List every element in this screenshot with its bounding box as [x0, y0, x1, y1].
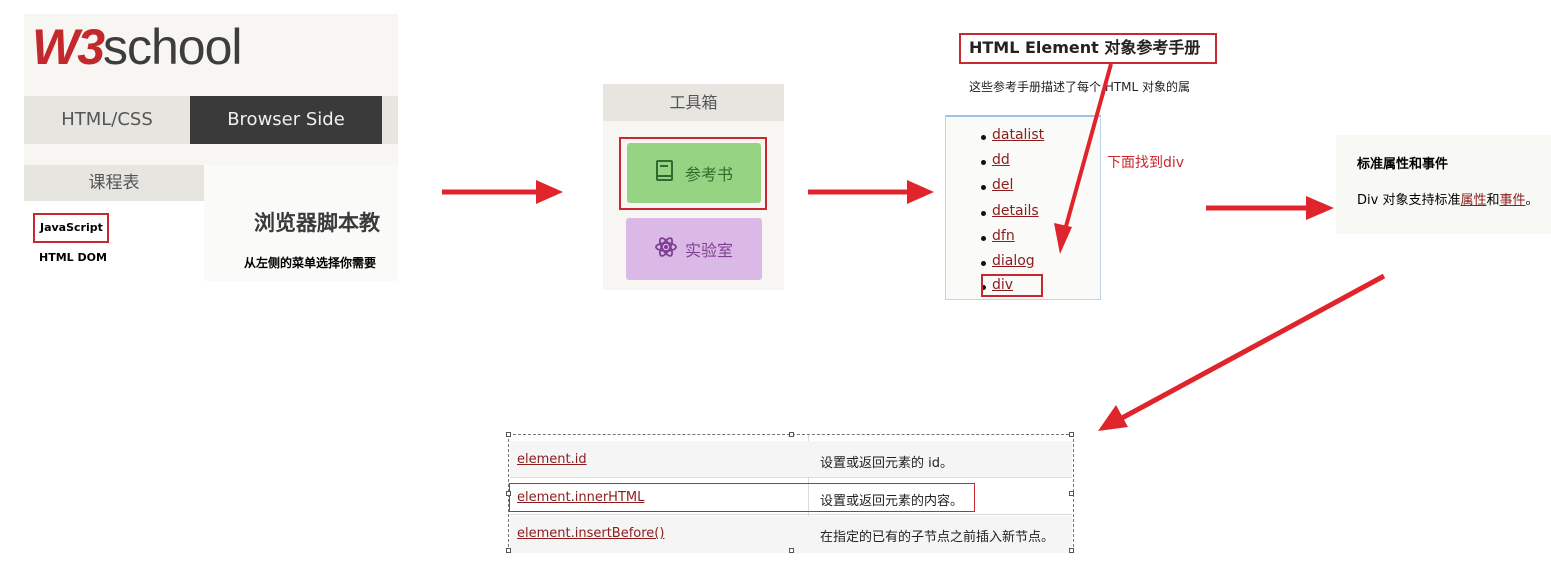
table-row: element.id 设置或返回元素的 id。 [510, 441, 1072, 478]
element-list: datalist dd del details dfn dialog div [945, 115, 1101, 300]
arrow-3 [1206, 196, 1334, 220]
attributes-text: Div 对象支持标准属性和事件。 [1357, 189, 1539, 208]
resize-handle[interactable] [1069, 432, 1074, 437]
w3school-logo[interactable]: W3school [32, 16, 243, 78]
property-name[interactable]: element.insertBefore() [517, 526, 665, 541]
lab-button-label: 实验室 [684, 241, 733, 260]
arrow-1 [442, 180, 563, 204]
atom-icon [655, 236, 677, 262]
sidebar-item-html-dom[interactable]: HTML DOM [39, 251, 107, 264]
main-content: 浏览器脚本教 从左侧的菜单选择你需要 [204, 165, 398, 281]
title-highlight [959, 33, 1217, 64]
list-item-del[interactable]: del [992, 177, 1014, 193]
bullet [981, 211, 986, 216]
arrow-4 [1098, 273, 1386, 431]
table-row: element.insertBefore() 在指定的已有的子节点之前插入新节点… [510, 516, 1072, 553]
innerhtml-highlight [509, 483, 975, 512]
logo-school: school [103, 19, 243, 75]
list-item-details[interactable]: details [992, 203, 1039, 219]
toolbox-panel: 工具箱 参考书 实验室 [603, 84, 784, 290]
bullet [981, 160, 986, 165]
bullet [981, 261, 986, 266]
toolbox-heading: 工具箱 [603, 84, 784, 121]
annotation-note: 下面找到div [1107, 155, 1185, 171]
tab-html-css[interactable]: HTML/CSS [61, 109, 153, 130]
logo-w3: W3 [32, 19, 105, 75]
text-mid: 和 [1486, 193, 1500, 208]
standard-attributes-panel: 标准属性和事件 Div 对象支持标准属性和事件。 [1336, 135, 1551, 234]
main-nav: HTML/CSS Browser Side [24, 96, 398, 144]
resize-handle[interactable] [789, 548, 794, 553]
properties-table: element.id 设置或返回元素的 id。 element.innerHTM… [506, 432, 1074, 553]
resize-handle[interactable] [1069, 548, 1074, 553]
table-row: element.innerHTML 设置或返回元素的内容。 [510, 478, 1072, 515]
reference-button-label: 参考书 [684, 165, 733, 184]
reference-description: 这些参考手册描述了每个 HTML 对象的属 [969, 80, 1191, 94]
text-suffix: 。 [1525, 193, 1539, 208]
attributes-heading: 标准属性和事件 [1357, 157, 1449, 172]
course-sidebar: 课程表 JavaScript HTML DOM [24, 165, 204, 281]
attributes-link[interactable]: 属性 [1460, 193, 1487, 208]
text-prefix: Div 对象支持标准 [1357, 193, 1461, 208]
list-item-div[interactable]: div [992, 277, 1014, 293]
tab-browser-side[interactable]: Browser Side [190, 96, 382, 144]
bullet [981, 285, 986, 290]
property-desc: 设置或返回元素的内容。 [820, 494, 964, 509]
w3school-panel: W3school HTML/CSS Browser Side 课程表 JavaS… [24, 14, 398, 281]
bullet [981, 135, 986, 140]
div-highlight [981, 274, 1043, 297]
resize-handle[interactable] [506, 432, 511, 437]
lab-button[interactable]: 实验室 [626, 218, 762, 280]
resize-handle[interactable] [1069, 491, 1074, 496]
list-item-dialog[interactable]: dialog [992, 253, 1035, 269]
list-item-dfn[interactable]: dfn [992, 228, 1015, 244]
sidebar-item-javascript[interactable]: JavaScript [33, 213, 109, 243]
element-reference-panel: HTML Element 对象参考手册 这些参考手册描述了每个 HTML 对象的… [945, 25, 1222, 300]
events-link[interactable]: 事件 [1499, 193, 1526, 208]
book-icon [655, 160, 675, 186]
sidebar-heading: 课程表 [24, 165, 204, 201]
reference-button[interactable]: 参考书 [627, 143, 761, 203]
resize-handle[interactable] [789, 432, 794, 437]
resize-handle[interactable] [506, 491, 511, 496]
property-name[interactable]: element.innerHTML [517, 490, 645, 505]
reference-highlight [619, 137, 767, 210]
page-title: 浏览器脚本教 [254, 211, 380, 235]
reference-title: HTML Element 对象参考手册 [969, 38, 1201, 57]
property-desc: 设置或返回元素的 id。 [820, 456, 953, 471]
property-desc: 在指定的已有的子节点之前插入新节点。 [820, 530, 1055, 545]
bullet [981, 185, 986, 190]
property-name[interactable]: element.id [517, 452, 587, 467]
bullet [981, 236, 986, 241]
list-item-datalist[interactable]: datalist [992, 127, 1045, 143]
resize-handle[interactable] [506, 548, 511, 553]
arrow-2 [808, 180, 934, 204]
column-divider [808, 435, 809, 551]
arrow-diagonal-in-list [1054, 63, 1113, 254]
page-subtitle: 从左侧的菜单选择你需要 [244, 256, 377, 270]
list-item-dd[interactable]: dd [992, 152, 1010, 168]
